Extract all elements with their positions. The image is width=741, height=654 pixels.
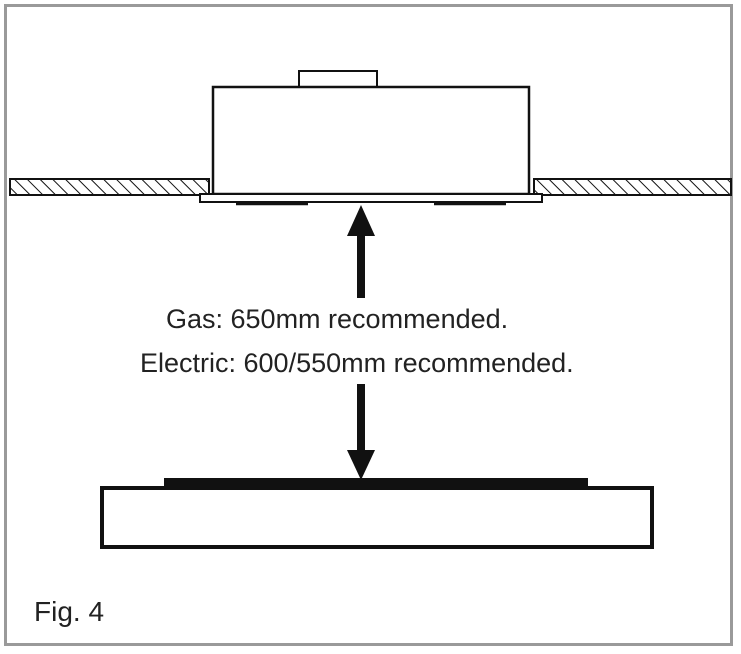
cooktop-surface [164, 478, 588, 488]
cabinet-right [533, 178, 732, 196]
arrow-lower-shaft [357, 384, 365, 454]
figure-caption: Fig. 4 [34, 596, 105, 627]
gas-distance-label: Gas: 650mm recommended. [162, 304, 513, 335]
cooktop-body [100, 486, 654, 549]
arrow-down-head [347, 450, 375, 480]
hood-outlet [298, 70, 378, 89]
hood-body [211, 85, 531, 196]
arrow-upper-shaft [357, 234, 365, 298]
arrow-up-head [347, 205, 375, 236]
electric-distance-label: Electric: 600/550mm recommended. [136, 348, 578, 379]
cabinet-left [9, 178, 210, 196]
hood-flange [199, 193, 543, 203]
